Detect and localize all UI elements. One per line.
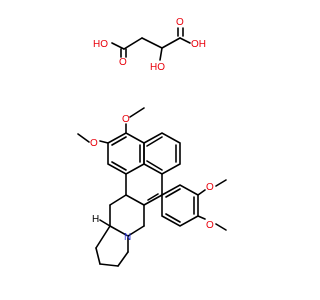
ring-b (107, 132, 145, 175)
stereo-hydrogen: H (92, 214, 99, 225)
ring-c (125, 173, 163, 206)
ring-d (161, 184, 199, 227)
ring-a (143, 132, 181, 175)
acid-carbonyl-oxygen-left: O (119, 57, 127, 68)
acid-carbonyl-oxygen-right: O (176, 17, 184, 28)
methoxy-left-oxygen: O (90, 138, 98, 149)
methoxy-right-upper-oxygen: O (206, 182, 214, 193)
methoxy-top-oxygen: O (122, 114, 130, 125)
malic-hydroxyl: HO (150, 62, 165, 73)
malic-acid (111, 27, 191, 61)
chemical-structure: HO O HO OH O O O O O N H (77, 17, 227, 267)
acid-hydroxyl-right: OH (191, 39, 206, 50)
methoxy-groups (77, 107, 227, 231)
methoxy-right-lower-oxygen: O (206, 220, 214, 231)
nitrogen-atom: N (124, 232, 131, 243)
acid-hydroxyl-left: HO (93, 39, 108, 50)
nitrogen-rings (95, 194, 145, 267)
